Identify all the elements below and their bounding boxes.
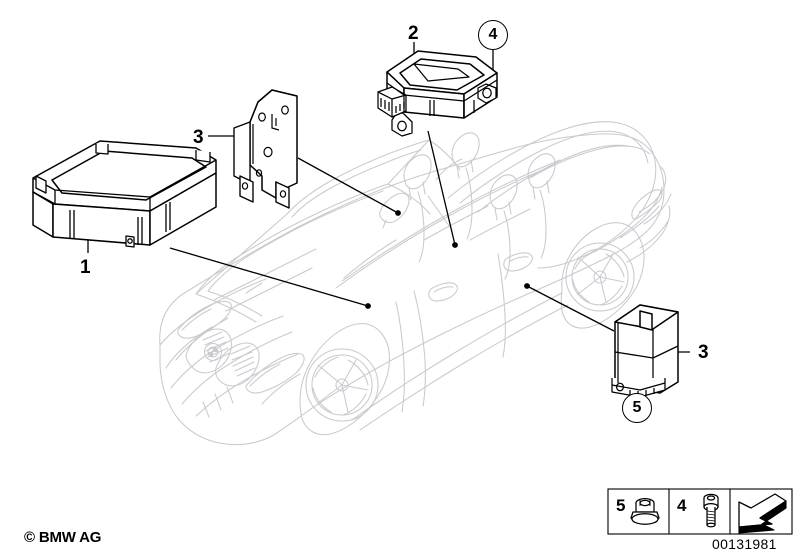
callout-label-3-right: 3 [698,342,709,363]
drawing-number: 00131981 [712,536,777,552]
direction-arrow-icon [738,493,787,534]
callout-circle-4: 4 [478,20,508,50]
legend-number-5: 5 [616,496,626,515]
callout-circle-5-label: 5 [632,399,642,416]
cap-screw-icon [703,493,719,528]
callout-label-3-left: 3 [193,127,204,148]
callout-circle-5: 5 [622,393,652,423]
callout-circle-4-label: 4 [488,26,498,43]
callout-label-1: 1 [80,257,91,278]
copyright-notice: © BMW AG [24,529,102,546]
legend-number-4: 4 [677,496,687,515]
flange-nut-icon [630,497,660,525]
callout-label-2: 2 [408,23,419,44]
